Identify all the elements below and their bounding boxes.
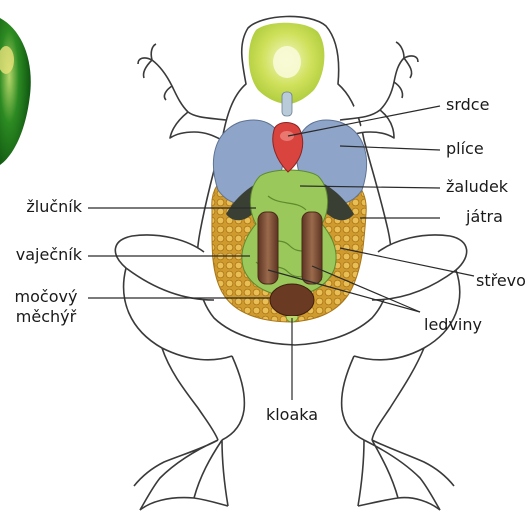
label-liver: játra — [466, 208, 503, 226]
label-bladder-line2: měchýř — [4, 308, 88, 326]
leaf-decoration — [0, 18, 31, 165]
label-stomach: žaludek — [446, 178, 508, 196]
label-lungs: plíce — [446, 140, 484, 158]
label-heart: srdce — [446, 96, 489, 114]
label-gallbladder: žlučník — [6, 198, 82, 216]
label-intestine: střevo — [476, 272, 526, 290]
label-cloaca: kloaka — [252, 406, 332, 424]
label-ovary: vaječník — [2, 246, 82, 264]
label-kidneys: ledviny — [424, 316, 482, 334]
label-bladder-line1: močový — [4, 288, 88, 306]
